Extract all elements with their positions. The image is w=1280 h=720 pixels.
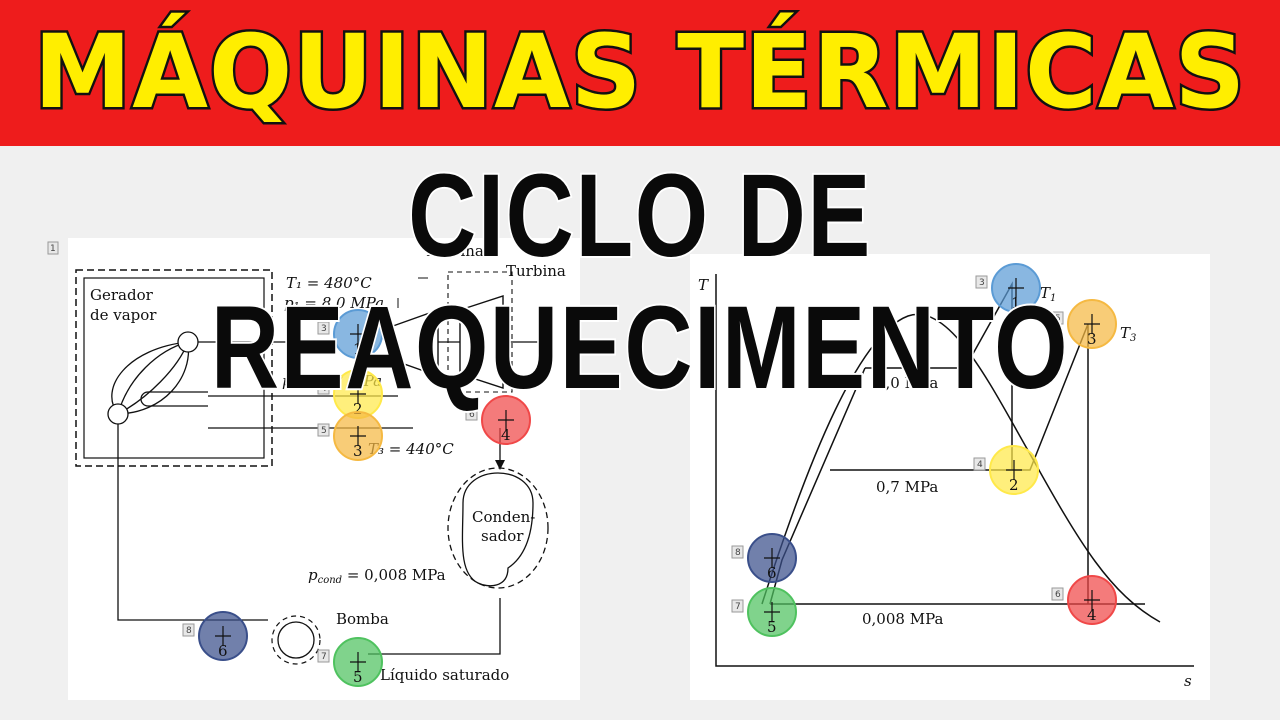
svg-text:3: 3 <box>321 324 327 334</box>
schematic-state-1-tag: 3 <box>317 321 330 335</box>
turbine-high-pressure <box>392 309 439 377</box>
ts-state-3-number: 3 <box>1087 330 1097 348</box>
condenser-boundary <box>447 467 549 589</box>
axis-x-label: s <box>1184 672 1192 690</box>
ts-state-4-tag: 6 <box>1051 587 1064 601</box>
turbine-2-label: Turbina <box>506 262 566 280</box>
schematic-state-5-number: 5 <box>353 668 363 686</box>
svg-text:3: 3 <box>979 278 985 288</box>
schematic-state-1-number: 1 <box>353 340 363 358</box>
label-8mpa: 8,0 MPa <box>876 374 938 392</box>
generator-boundary <box>75 269 273 467</box>
schematic-state-2-tag: 4 <box>317 381 330 395</box>
turbine-boundary <box>447 271 513 393</box>
ts-axes <box>715 274 1194 667</box>
ts-state-6-marker: 68 <box>731 533 797 583</box>
svg-text:8: 8 <box>735 548 741 558</box>
ts-state-2-number: 2 <box>1009 476 1019 494</box>
schematic-state-4-marker: 46 <box>465 395 531 445</box>
schematic-state-6-tag: 8 <box>182 623 195 637</box>
schematic-state-5-marker: 57 <box>317 637 383 687</box>
saturated-liquid-label: Líquido saturado <box>380 666 509 684</box>
ts-state-6-number: 6 <box>767 564 777 582</box>
schematic-state-3-number: 3 <box>353 442 363 460</box>
schematic-state-1-marker: 13 <box>317 309 383 359</box>
title-subtitle: CICLO DE REAQUECIMENTO <box>209 148 1070 416</box>
label-07mpa: 0,7 MPa <box>876 478 938 496</box>
condenser-label-1: Conden- <box>472 508 535 526</box>
svg-text:1: 1 <box>50 244 56 254</box>
ts-state-5-number: 5 <box>767 618 777 636</box>
generator-label: Gerador <box>90 286 154 304</box>
svg-text:6: 6 <box>1055 590 1061 600</box>
condenser <box>461 472 534 587</box>
ts-state-1-number: 1 <box>1011 294 1021 312</box>
svg-text:5: 5 <box>321 426 327 436</box>
condenser-label-2: sador <box>481 527 524 545</box>
label-0008mpa: 0,008 MPa <box>862 610 943 628</box>
schematic-state-6-number: 6 <box>218 642 228 660</box>
ts-state-3-tag: 5 <box>1051 311 1064 325</box>
ts-state-1-marker: 13 <box>975 263 1041 313</box>
title-banner <box>0 0 1280 146</box>
svg-text:8: 8 <box>186 626 192 636</box>
schematic-panel: 1 Gerador de vapor Tu <box>47 238 580 700</box>
t3-label-ts: T3 <box>1120 324 1136 344</box>
t1-label: T₁ = 480°C <box>286 274 372 292</box>
t3-label: T₃ = 440°C <box>368 440 454 458</box>
pcond-label: pcond = 0,008 MPa <box>308 566 446 586</box>
schematic-state-2-marker: 24 <box>317 369 383 419</box>
ts-state-4-number: 4 <box>1087 606 1097 624</box>
schematic-state-2-number: 2 <box>353 400 363 418</box>
schematic-state-6-marker: 68 <box>182 611 248 661</box>
pump-boundary <box>271 615 321 665</box>
generator-label-2: de vapor <box>90 306 157 324</box>
schematic-diagram: 1 Gerador de vapor Tu <box>47 241 566 687</box>
reheat-path-2 <box>830 323 1089 604</box>
ts-state-2-tag: 4 <box>973 457 986 471</box>
svg-text:5: 5 <box>1055 314 1061 324</box>
pump <box>277 621 315 659</box>
boiler-drum-bottom <box>107 403 129 425</box>
ts-state-2-marker: 24 <box>973 445 1039 495</box>
ts-diagram: T s 8,0 MPa 0,7 MPa 0,008 MPa T1 T3 1335… <box>698 263 1194 690</box>
ts-state-5-tag: 7 <box>731 599 744 613</box>
p1-label: p₁ = 8,0 MPa <box>284 294 384 312</box>
title-main: MÁQUINAS TÉRMICAS <box>31 11 1247 134</box>
svg-text:4: 4 <box>977 460 983 470</box>
svg-text:7: 7 <box>321 652 327 662</box>
schematic-state-4-number: 4 <box>501 426 511 444</box>
axis-y-label: T <box>698 276 709 294</box>
t1-label-ts: T1 <box>1040 284 1056 304</box>
pump-label: Bomba <box>336 610 389 628</box>
schematic-state-4-tag: 6 <box>465 407 478 421</box>
ts-state-3-marker: 35 <box>1051 299 1117 349</box>
schematic-state-5-tag: 7 <box>317 649 330 663</box>
schematic-state-3-tag: 5 <box>317 423 330 437</box>
saturation-dome <box>761 313 1161 623</box>
generator-box <box>83 277 265 459</box>
ts-state-5-marker: 57 <box>731 587 797 637</box>
panel-tag: 1 <box>47 241 59 255</box>
svg-text:4: 4 <box>321 384 327 394</box>
schematic-state-3-marker: 35 <box>317 411 383 461</box>
turbine-low-pressure <box>459 295 504 389</box>
ts-state-4-marker: 46 <box>1051 575 1117 625</box>
svg-text:7: 7 <box>735 602 741 612</box>
ts-state-1-tag: 3 <box>975 275 988 289</box>
turbine-1-label: Turbina <box>424 242 484 260</box>
svg-text:6: 6 <box>469 410 475 420</box>
ts-state-6-tag: 8 <box>731 545 744 559</box>
